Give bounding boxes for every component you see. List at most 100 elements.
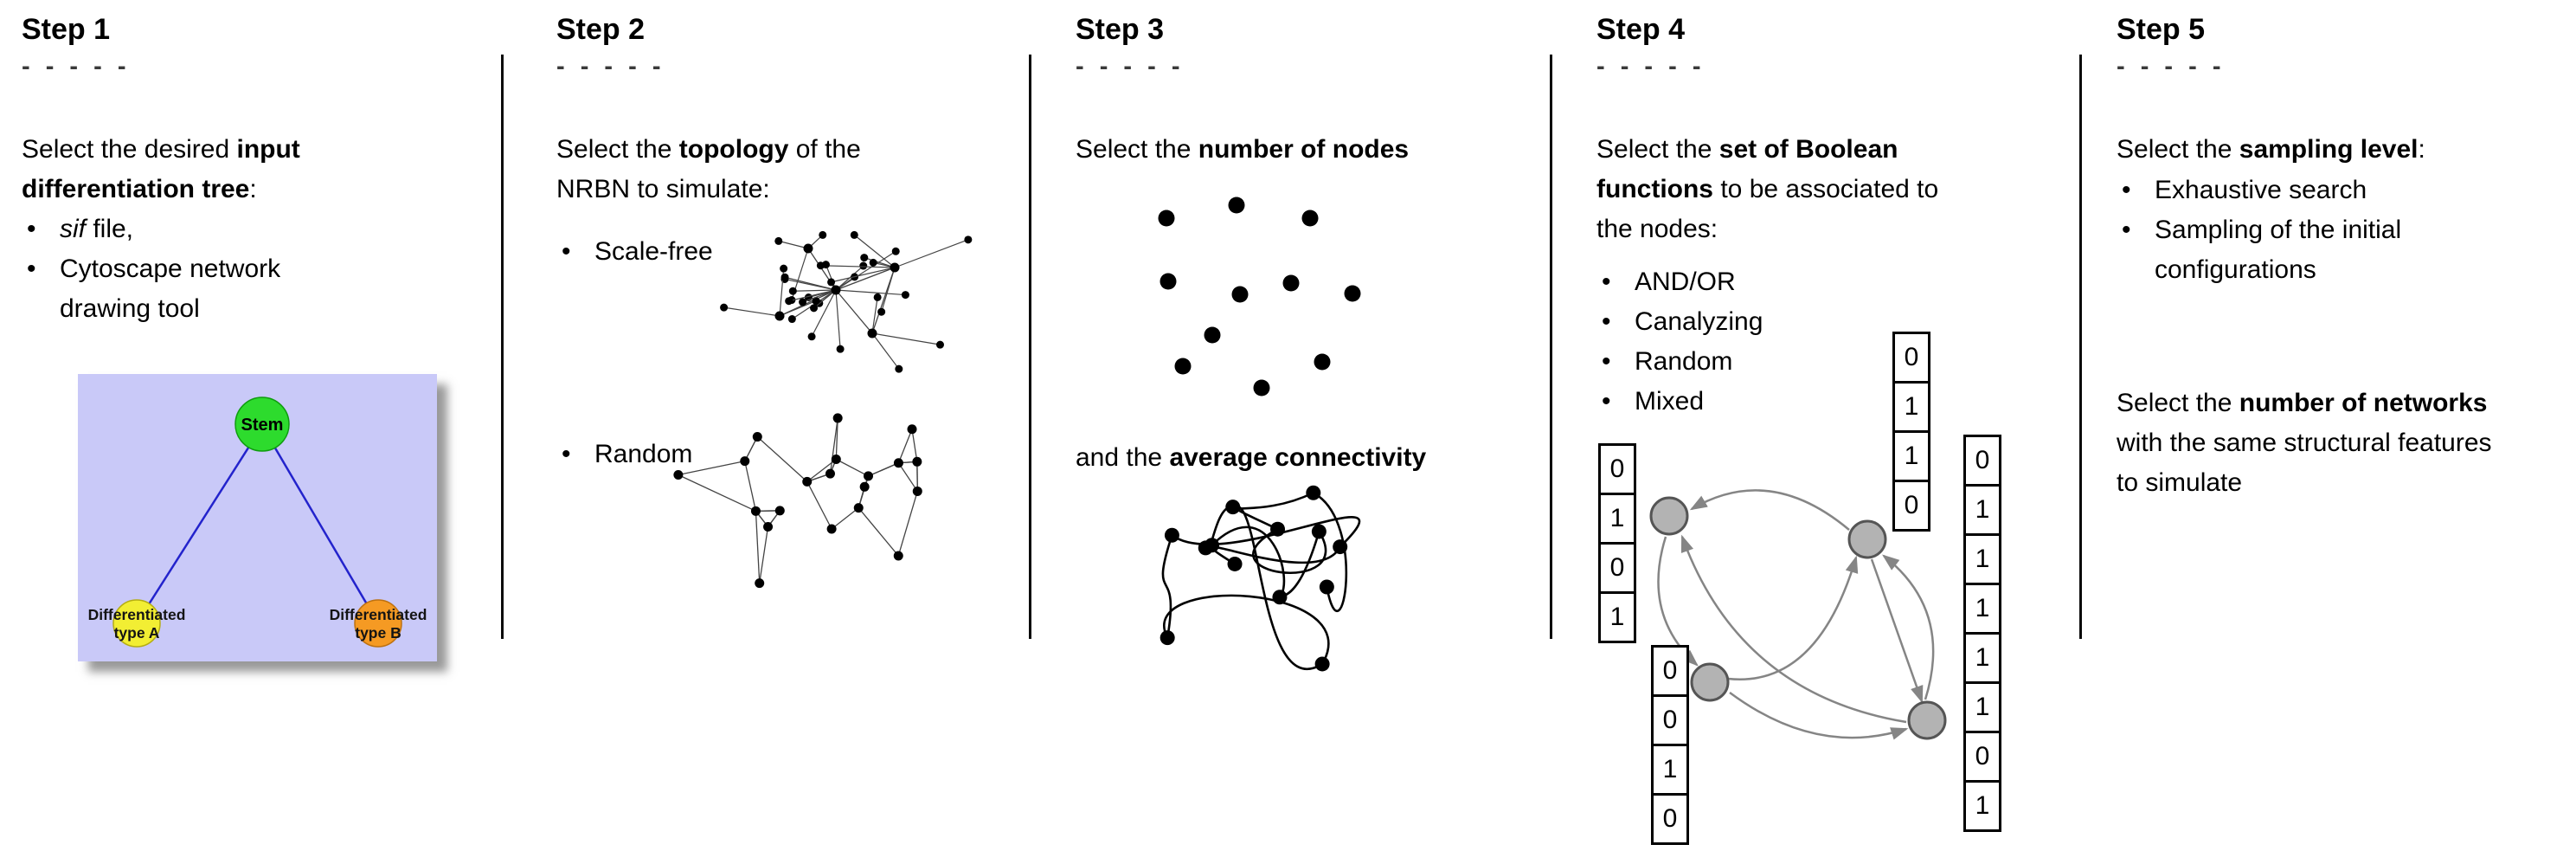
step-4-title: Step 4 bbox=[1596, 13, 1685, 47]
network-node bbox=[851, 231, 858, 239]
network-edge bbox=[868, 463, 898, 476]
random-network-graphic bbox=[660, 403, 946, 601]
step-3-line1: Select the number of nodes bbox=[1076, 130, 1409, 170]
network-edge bbox=[882, 268, 895, 312]
network-node bbox=[810, 304, 818, 312]
network-edge bbox=[872, 333, 899, 369]
network-edge bbox=[895, 240, 968, 268]
network-edge bbox=[757, 437, 806, 482]
network-node bbox=[832, 455, 841, 464]
network-node bbox=[877, 308, 885, 316]
network-node bbox=[788, 315, 796, 323]
scatter-dot bbox=[1159, 210, 1175, 227]
table-cell: 0 bbox=[1651, 694, 1689, 746]
stem-label: Stem bbox=[241, 416, 284, 435]
bullet-text: Exhaustive search bbox=[2155, 171, 2480, 210]
step-1-dashes: - - - - - bbox=[22, 53, 131, 81]
network-node bbox=[936, 341, 944, 349]
network-node bbox=[781, 274, 789, 281]
step-4-column: Step 4 - - - - - Select the set of Boole… bbox=[1596, 13, 2068, 844]
type-a-label-line2: type A bbox=[114, 624, 160, 642]
table-cell: 1 bbox=[1963, 632, 2001, 684]
step-2-title: Step 2 bbox=[556, 13, 645, 47]
network-node bbox=[827, 525, 837, 534]
network-node bbox=[802, 477, 812, 487]
scatter-dot bbox=[1302, 210, 1319, 227]
step-2-dashes: - - - - - bbox=[556, 53, 665, 81]
network-node bbox=[827, 278, 835, 286]
network-edge bbox=[807, 481, 832, 529]
network-node bbox=[775, 312, 785, 321]
network-node bbox=[860, 254, 868, 261]
network-node bbox=[720, 304, 728, 312]
step-2-column: Step 2 - - - - - Select the topology of … bbox=[556, 13, 1024, 844]
table-cell: 1 bbox=[1598, 591, 1636, 643]
boolean-table-top: 0 1 1 0 bbox=[1892, 332, 1930, 532]
network-node bbox=[902, 291, 909, 299]
step-5-intro: Select the sampling level: bbox=[2117, 130, 2425, 170]
network-node bbox=[751, 506, 761, 516]
table-cell: 1 bbox=[1963, 681, 2001, 733]
table-cell: 0 bbox=[1892, 332, 1930, 384]
boolean-table-left: 0 1 0 1 bbox=[1598, 443, 1636, 643]
divider bbox=[2079, 55, 2082, 639]
network-node bbox=[819, 231, 826, 239]
step-5-column: Step 5 - - - - - Select the sampling lev… bbox=[2117, 13, 2575, 844]
network-node bbox=[870, 259, 877, 267]
network-node bbox=[808, 332, 816, 340]
network-node bbox=[859, 262, 867, 270]
network-edge bbox=[836, 290, 905, 295]
network-node bbox=[785, 297, 793, 305]
scatter-dot bbox=[1314, 354, 1331, 371]
scatter-dot bbox=[1283, 275, 1300, 292]
boolean-node bbox=[1692, 664, 1728, 700]
network-node bbox=[799, 298, 806, 306]
network-edge bbox=[678, 461, 745, 475]
table-cell: 0 bbox=[1651, 645, 1689, 697]
table-cell: 1 bbox=[1963, 533, 2001, 585]
network-edge bbox=[832, 508, 858, 529]
boolean-node bbox=[1909, 702, 1945, 738]
type-b-label-line2: type B bbox=[355, 624, 401, 642]
step-3-column: Step 3 - - - - - Select the number of no… bbox=[1076, 13, 1547, 844]
network-node bbox=[895, 365, 903, 373]
network-node bbox=[780, 265, 787, 273]
bullet-icon: • bbox=[22, 249, 60, 289]
network-node bbox=[833, 413, 843, 422]
scatter-dot bbox=[1204, 327, 1221, 344]
network-node bbox=[864, 471, 873, 480]
network-node bbox=[892, 248, 900, 255]
table-cell: 1 bbox=[1892, 430, 1930, 482]
scale-free-network-graphic bbox=[689, 188, 983, 396]
network-node bbox=[1165, 528, 1179, 543]
boolean-node bbox=[1651, 498, 1687, 534]
step-4-dashes: - - - - - bbox=[1596, 53, 1706, 81]
differentiation-tree-image: Stem Differentiated type A Differentiate… bbox=[78, 374, 437, 661]
network-node bbox=[763, 522, 773, 532]
network-node bbox=[1272, 590, 1287, 604]
network-node bbox=[894, 551, 903, 561]
network-edge bbox=[755, 511, 759, 583]
bullet-icon: • bbox=[2117, 210, 2155, 250]
network-edge bbox=[678, 474, 756, 511]
list-item: • Exhaustive search bbox=[2117, 171, 2480, 210]
network-node bbox=[832, 286, 841, 295]
step-5-dashes: - - - - - bbox=[2117, 53, 2226, 81]
network-node bbox=[964, 235, 972, 243]
network-edge bbox=[820, 266, 895, 268]
network-edge bbox=[898, 429, 912, 463]
list-item: • Sampling of the initial configurations bbox=[2117, 210, 2480, 290]
step-5-paragraph: Select the number of networks with the s… bbox=[2117, 384, 2510, 503]
nodes-scatter-graphic bbox=[1146, 192, 1378, 397]
network-node bbox=[1315, 656, 1330, 671]
table-cell: 0 bbox=[1598, 542, 1636, 594]
step-5-bullet-list: • Exhaustive search • Sampling of the in… bbox=[2117, 171, 2480, 290]
bullet-text: sif file, bbox=[60, 210, 307, 249]
network-node bbox=[1160, 630, 1175, 645]
network-node bbox=[1204, 538, 1219, 552]
bullet-icon: • bbox=[556, 435, 594, 474]
network-node bbox=[1312, 524, 1327, 538]
network-node bbox=[894, 458, 903, 467]
network-edge bbox=[724, 307, 780, 316]
step-3-title: Step 3 bbox=[1076, 13, 1164, 47]
